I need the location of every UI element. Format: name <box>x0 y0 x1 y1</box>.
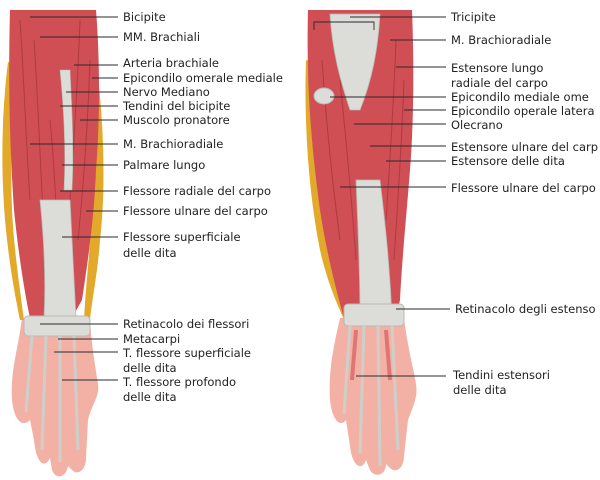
label-epicondilo-mediale: Epicondilo mediale ome <box>451 90 589 104</box>
label-estensore-lungo-line2: radiale del carpo <box>451 76 548 90</box>
label-epicondilo-omerale-mediale: Epicondilo omerale mediale <box>123 71 283 85</box>
anterior-fat-layer <box>84 60 104 320</box>
anterior-fat-layer-left <box>2 62 24 320</box>
label-muscolo-pronatore: Muscolo pronatore <box>123 113 230 127</box>
anterior-forearm-illustration <box>2 10 104 477</box>
label-epicondilo-laterale: Epicondilo operale latera <box>451 104 595 118</box>
label-flessore-ulnare-del-carpo: Flessore ulnare del carpo <box>123 204 268 218</box>
label-retinacolo-dei-flessori: Retinacolo dei flessori <box>123 317 249 331</box>
anterior-labels: Bicipite MM. Brachiali Arteria brachiale… <box>30 10 283 404</box>
label-tendini-estensori-line2: delle dita <box>453 383 507 397</box>
label-estensore-delle-dita: Estensore delle dita <box>451 154 565 168</box>
label-mm-brachiali: MM. Brachiali <box>123 30 200 44</box>
label-metacarpi: Metacarpi <box>123 332 180 346</box>
label-t-flessore-profondo-line2: delle dita <box>123 390 177 404</box>
anterior-tendon-bundle <box>39 199 77 319</box>
label-nervo-mediano: Nervo Mediano <box>123 85 210 99</box>
label-t-flessore-profondo: T. flessore profondo <box>122 375 236 389</box>
label-t-flessore-superficiale: T. flessore superficiale <box>122 346 251 360</box>
label-flessore-superficiale-line2: delle dita <box>123 246 177 260</box>
label-estensore-lungo: Estensore lungo <box>451 61 543 75</box>
label-tendini-del-bicipite: Tendini del bicipite <box>122 99 230 113</box>
label-estensore-ulnare-del-carpo: Estensore ulnare del carp <box>451 140 598 154</box>
anterior-flexor-retinaculum <box>23 315 91 337</box>
posterior-forearm-illustration <box>305 10 417 475</box>
label-olecrano: Olecrano <box>451 118 503 132</box>
label-flessore-superficiale: Flessore superficiale <box>123 230 241 244</box>
label-m-brachioradiale: M. Brachioradiale <box>123 137 223 151</box>
label-t-flessore-superficiale-line2: delle dita <box>123 361 177 375</box>
anterior-hand-skin <box>11 318 99 477</box>
posterior-hand-skin <box>329 318 417 475</box>
label-flessore-radiale-del-carpo: Flessore radiale del carpo <box>123 184 271 198</box>
posterior-labels: Tricipite M. Brachioradiale Estensore lu… <box>313 10 598 397</box>
label-flessore-ulnare-del-carpo-post: Flessore ulnare del carpo <box>451 181 596 195</box>
label-palmare-lungo: Palmare lungo <box>123 158 205 172</box>
label-tendini-estensori: Tendini estensori <box>452 368 550 382</box>
label-retinacolo-degli-estensori: Retinacolo degli estenso <box>455 302 596 316</box>
label-bicipite: Bicipite <box>123 10 166 24</box>
posterior-extensor-retinaculum <box>343 303 405 327</box>
label-m-brachioradiale-post: M. Brachioradiale <box>451 33 551 47</box>
label-tricipite: Tricipite <box>450 10 496 24</box>
label-arteria-brachiale: Arteria brachiale <box>123 56 219 70</box>
